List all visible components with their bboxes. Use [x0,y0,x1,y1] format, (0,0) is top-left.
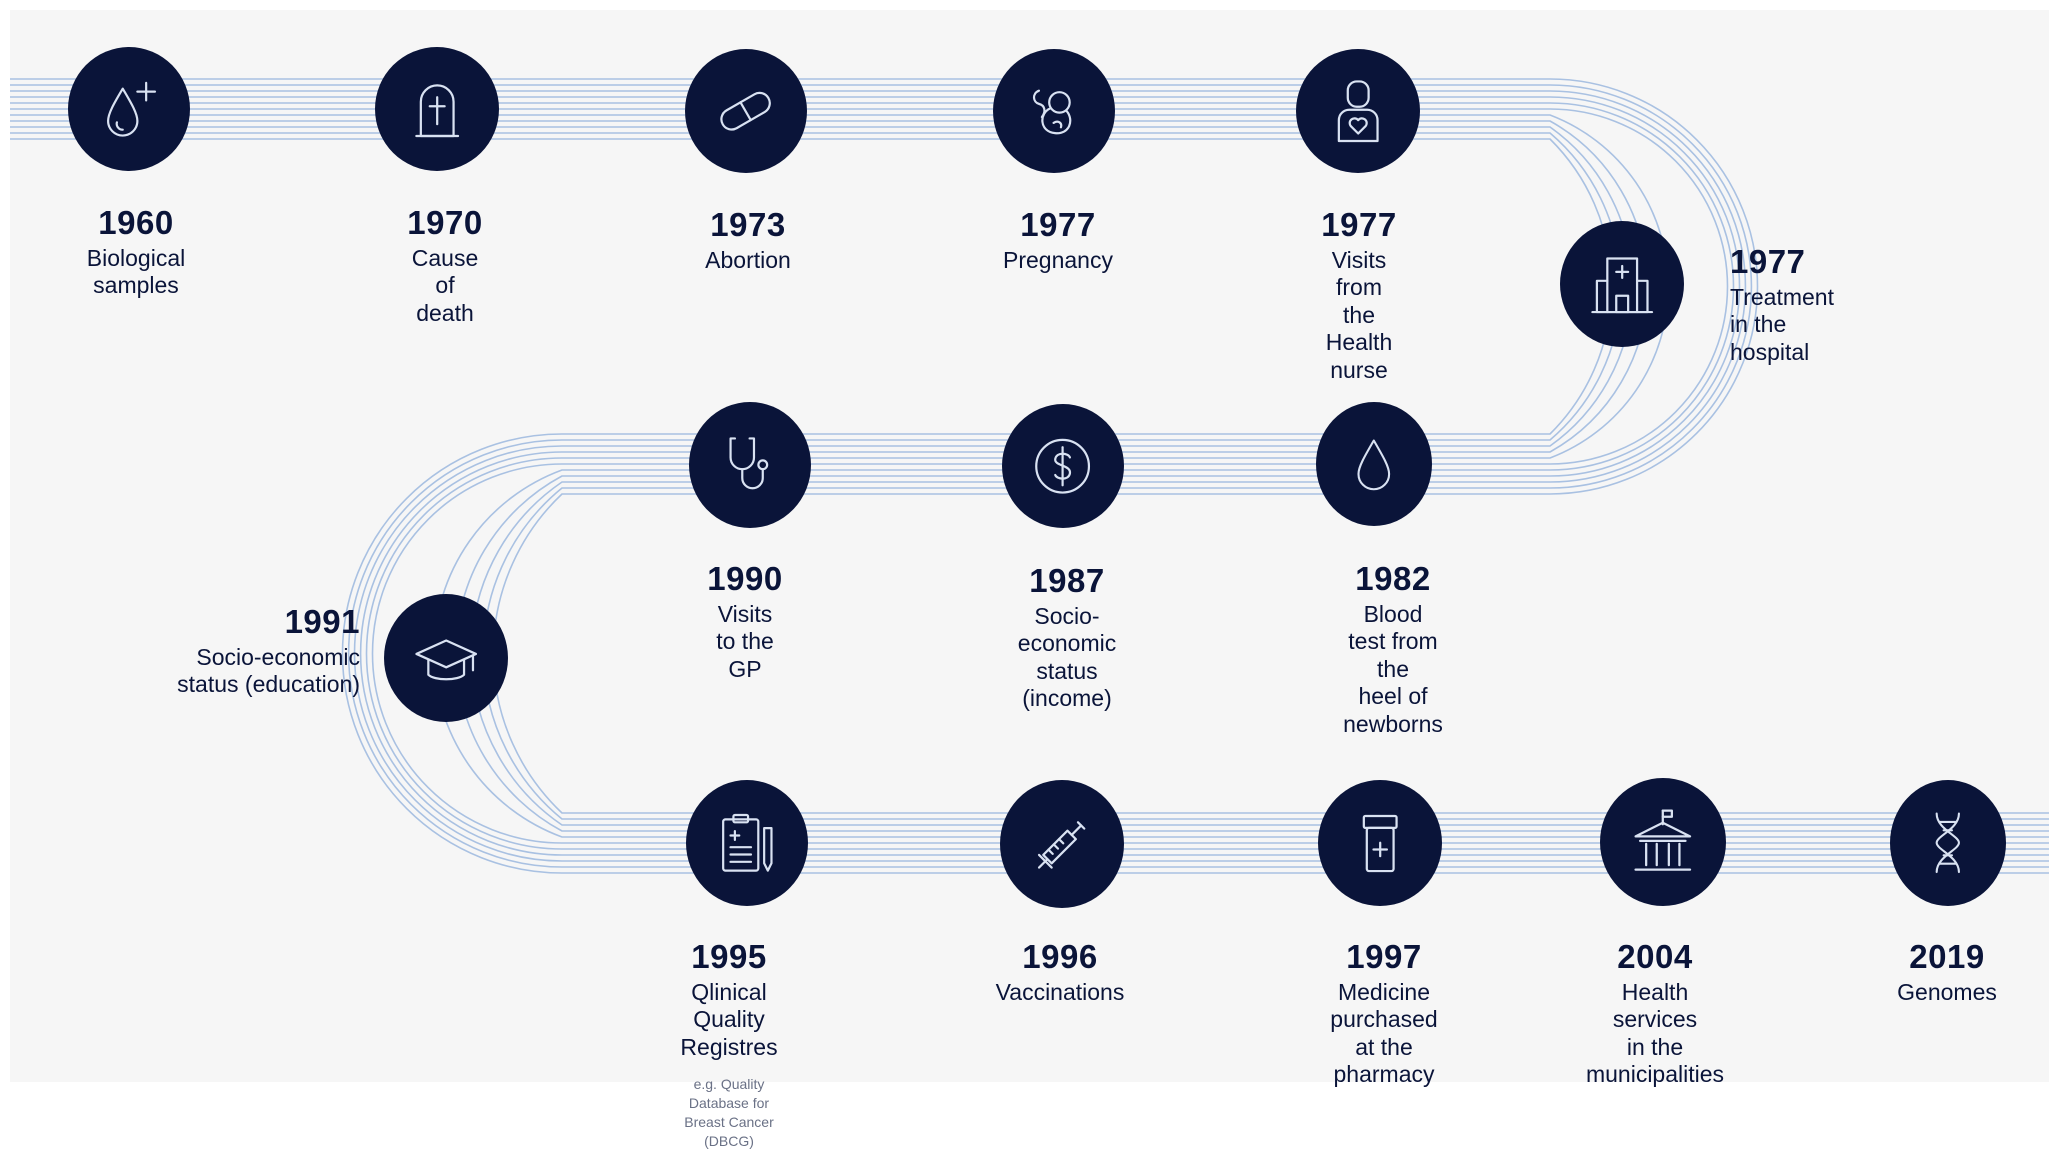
milestone-label: Abortion [705,246,791,273]
milestone-year: 1973 [710,206,786,243]
milestone-year: 1977 [1730,243,1806,280]
nurse-heart-icon [1296,49,1420,173]
clipboard-pen-icon [686,780,808,906]
dollar-coin-icon [1002,404,1124,528]
milestone-label: Medicine purchased at the pharmacy [1330,978,1438,1088]
milestone-year: 1977 [1020,206,1096,243]
fetus-icon [993,49,1115,173]
milestone-year: 1991 [284,603,360,640]
milestone-year: 1995 [691,938,767,975]
medicine-jar-icon [1318,780,1442,906]
road-line [10,114,2049,850]
milestone-label: Qlinical Quality Registres [680,978,778,1060]
milestone-year: 1970 [407,204,483,241]
milestone-year: 1996 [1022,938,1098,975]
milestone-label: Vaccinations [995,978,1125,1005]
milestone-label: Socio-economic status (income) [1017,602,1117,712]
milestone-year: 1990 [707,560,783,597]
pill-capsule-icon [685,49,807,173]
hospital-icon [1560,221,1684,347]
stethoscope-icon [689,402,811,528]
milestone-year: 2019 [1909,938,1985,975]
milestone-year: 1960 [98,204,174,241]
milestone-label: Biological samples [86,244,186,299]
town-hall-icon [1600,778,1726,906]
timeline-background [10,10,2049,1082]
blood-drop-plus-icon [68,47,190,171]
milestone-year: 1997 [1346,938,1422,975]
blood-drop-icon [1316,402,1432,526]
milestone-label: Visits from the Health nurse [1325,246,1393,383]
milestone-label: Visits to the GP [716,600,774,682]
graduation-cap-icon [384,594,508,722]
milestone-label: Blood test from the heel of newborns [1343,600,1443,737]
gravestone-icon [375,47,499,171]
milestone-label: Health services in the municipalities [1585,978,1725,1088]
syringe-icon [1000,780,1124,908]
milestone-year: 1977 [1321,206,1397,243]
milestone-year: 1982 [1355,560,1431,597]
milestone-label: Genomes [1897,978,1997,1005]
milestone-label: Treatment in the hospital [1730,283,1834,365]
milestone-year: 1987 [1029,562,1105,599]
road-line [10,108,2049,844]
milestone-label: Pregnancy [1003,246,1113,273]
milestone-label: Cause of death [411,244,479,326]
dna-icon [1890,780,2006,906]
milestone-year: 2004 [1617,938,1693,975]
milestone-label: Socio-economic status (education) [177,643,360,698]
